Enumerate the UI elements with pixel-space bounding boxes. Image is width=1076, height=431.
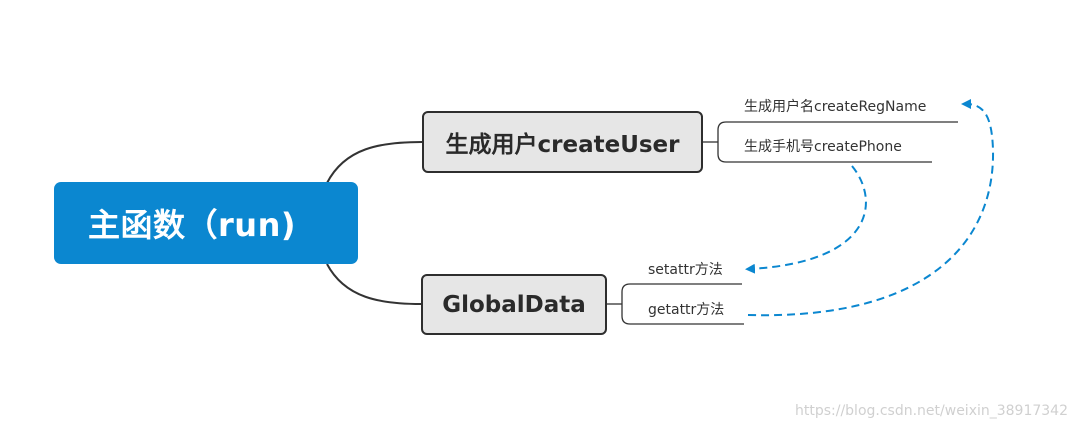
leaf-getattr-method: getattr方法: [648, 302, 725, 318]
connector-root-to-create-user: [326, 141, 423, 184]
leaf-setattr-method: setattr方法: [648, 262, 723, 278]
connector-to-setattr: [621, 283, 742, 304]
connector-to-getattr: [621, 304, 744, 325]
dashed-arrow-getattr-to-reg-name: [747, 99, 995, 317]
root-node-label: 主函数（run): [88, 206, 296, 244]
dashed-arrow-phone-to-setattr: [745, 165, 867, 274]
connector-to-reg-name: [717, 121, 958, 142]
watermark-text: https://blog.csdn.net/weixin_38917342: [794, 403, 1068, 419]
branch-node-label: 生成用户createUser: [445, 132, 680, 158]
branch-node-label: GlobalData: [442, 291, 586, 318]
root-node-main-function: 主函数（run): [54, 182, 358, 264]
connector-root-to-global-data: [326, 263, 422, 305]
leaf-create-phone: 生成手机号createPhone: [744, 139, 902, 155]
branch-node-create-user: 生成用户createUser: [422, 111, 703, 173]
leaf-create-reg-name: 生成用户名createRegName: [744, 99, 927, 115]
connector-to-phone: [717, 142, 932, 163]
branch-node-global-data: GlobalData: [421, 274, 607, 335]
